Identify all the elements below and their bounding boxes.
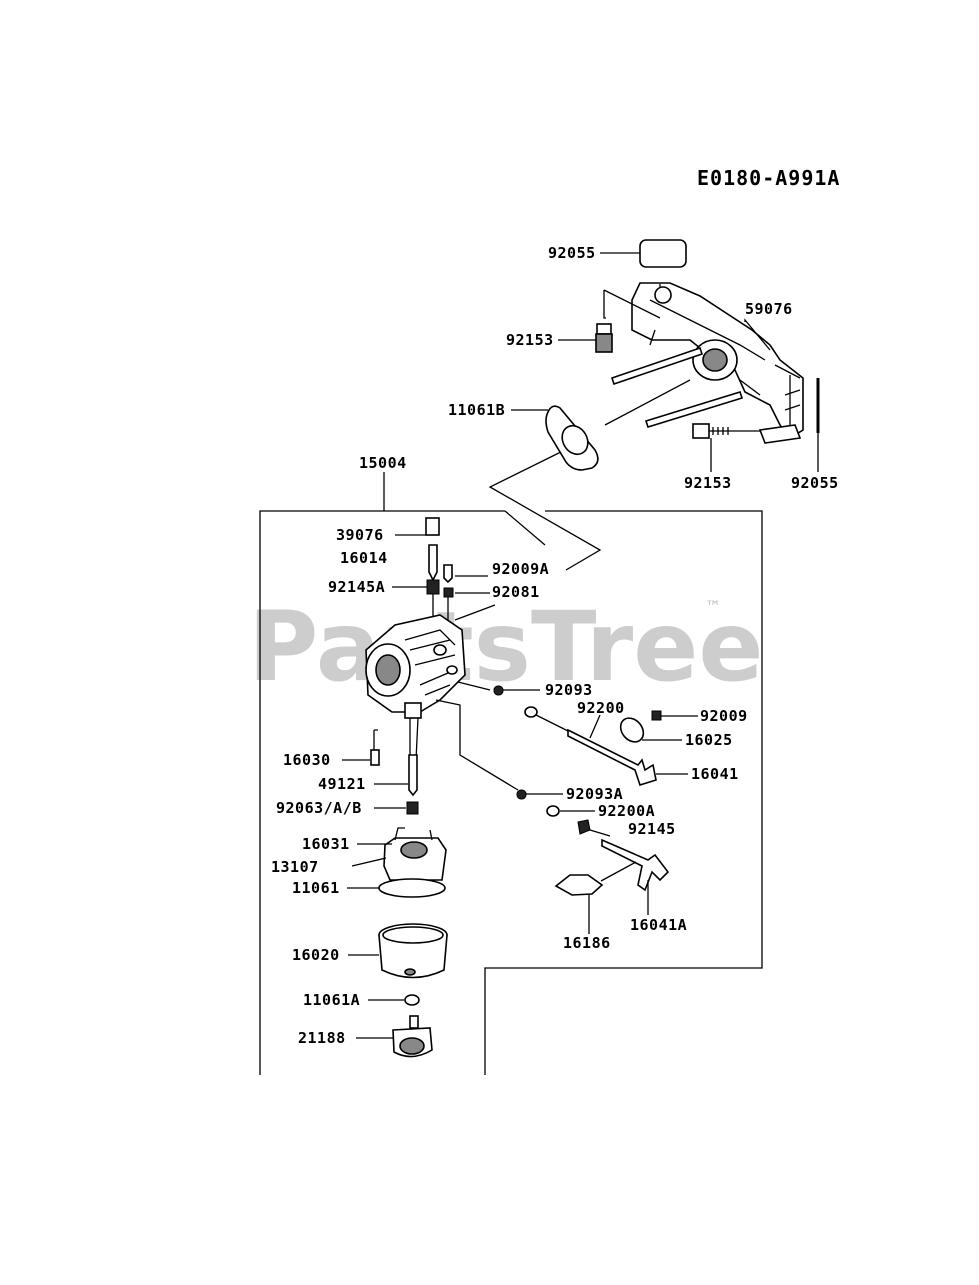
label-16014: 16014 bbox=[340, 549, 388, 567]
washer-11061A bbox=[404, 994, 420, 1006]
leader-92200 bbox=[589, 714, 601, 739]
spring-92145 bbox=[577, 819, 591, 835]
washer-92200A bbox=[546, 805, 560, 817]
line-jets bbox=[409, 717, 419, 761]
cap-39076 bbox=[425, 517, 440, 536]
gasket-11061B bbox=[545, 405, 599, 471]
screw-16014 bbox=[428, 544, 438, 582]
label-92200: 92200 bbox=[577, 699, 625, 717]
label-92093: 92093 bbox=[545, 681, 593, 699]
label-92055-top: 92055 bbox=[548, 244, 596, 262]
line-throttle-shaft bbox=[535, 714, 571, 733]
leader-16030-bracket bbox=[373, 729, 378, 752]
label-92153-b: 92153 bbox=[684, 474, 732, 492]
spring-92081 bbox=[443, 587, 454, 598]
insulator-59076 bbox=[610, 282, 804, 444]
connector-zigzag bbox=[488, 444, 602, 571]
link-11061B-insulator bbox=[604, 379, 691, 426]
line-16186-shaft bbox=[600, 861, 637, 882]
screw-92009A bbox=[443, 564, 453, 584]
bracket-92153-a2 bbox=[603, 289, 661, 319]
line-body-throttle bbox=[457, 681, 491, 691]
bowl-16020 bbox=[378, 923, 448, 979]
label-16186: 16186 bbox=[563, 934, 611, 952]
jet-92063 bbox=[406, 801, 419, 815]
watermark-text: PartsTree bbox=[248, 591, 763, 703]
carburetor-body-15004 bbox=[365, 604, 496, 719]
label-11061: 11061 bbox=[292, 879, 340, 897]
label-13107: 13107 bbox=[271, 858, 319, 876]
line-body-choke bbox=[435, 699, 519, 791]
bracket-92153-a bbox=[603, 290, 606, 319]
leader-92145 bbox=[589, 829, 611, 837]
label-92145A: 92145A bbox=[328, 578, 385, 596]
assembly-border-left bbox=[259, 510, 505, 1075]
label-92153-a: 92153 bbox=[506, 331, 554, 349]
pin-13107 bbox=[351, 857, 387, 867]
label-39076: 39076 bbox=[336, 526, 384, 544]
seal-92093 bbox=[493, 685, 504, 696]
label-92081: 92081 bbox=[492, 583, 540, 601]
tube-49121 bbox=[408, 754, 418, 797]
label-16031: 16031 bbox=[302, 835, 350, 853]
connector-zigzag-2 bbox=[504, 510, 546, 546]
label-92009A: 92009A bbox=[492, 560, 549, 578]
label-16041: 16041 bbox=[691, 765, 739, 783]
spring-92145A bbox=[426, 579, 440, 595]
plate-16186 bbox=[554, 874, 604, 896]
label-21188: 21188 bbox=[298, 1029, 346, 1047]
solenoid-21188 bbox=[392, 1015, 433, 1058]
leader-59076 bbox=[744, 318, 771, 351]
bolt-92153-a bbox=[595, 323, 613, 353]
bolt-92153-b bbox=[692, 423, 735, 439]
label-49121: 49121 bbox=[318, 775, 366, 793]
gasket-11061 bbox=[378, 878, 446, 898]
shaft-16041A bbox=[601, 838, 670, 892]
leaders-to-body bbox=[432, 594, 449, 620]
label-92009: 92009 bbox=[700, 707, 748, 725]
trademark-symbol: ™ bbox=[705, 597, 721, 616]
shaft-92200 bbox=[567, 728, 657, 786]
seal-92093A bbox=[516, 789, 527, 800]
plate-16025 bbox=[619, 717, 645, 743]
label-92200A: 92200A bbox=[598, 802, 655, 820]
label-92055-side: 92055 bbox=[791, 474, 839, 492]
label-92145: 92145 bbox=[628, 820, 676, 838]
label-59076: 59076 bbox=[745, 300, 793, 318]
jet-16030 bbox=[370, 749, 380, 766]
label-16041A: 16041A bbox=[630, 916, 687, 934]
label-15004: 15004 bbox=[359, 454, 407, 472]
label-11061A: 11061A bbox=[303, 991, 360, 1009]
gasket-92055-top bbox=[639, 239, 687, 268]
float-16031 bbox=[383, 827, 447, 881]
label-92063: 92063/A/B bbox=[276, 799, 362, 817]
screw-92009 bbox=[651, 710, 662, 721]
label-92093A: 92093A bbox=[566, 785, 623, 803]
label-16020: 16020 bbox=[292, 946, 340, 964]
label-16030: 16030 bbox=[283, 751, 331, 769]
diagram-code: E0180-A991A bbox=[697, 166, 840, 190]
label-16025: 16025 bbox=[685, 731, 733, 749]
assembly-border-right bbox=[484, 510, 763, 1075]
label-11061B: 11061B bbox=[448, 401, 505, 419]
washer-throttle bbox=[524, 706, 538, 718]
